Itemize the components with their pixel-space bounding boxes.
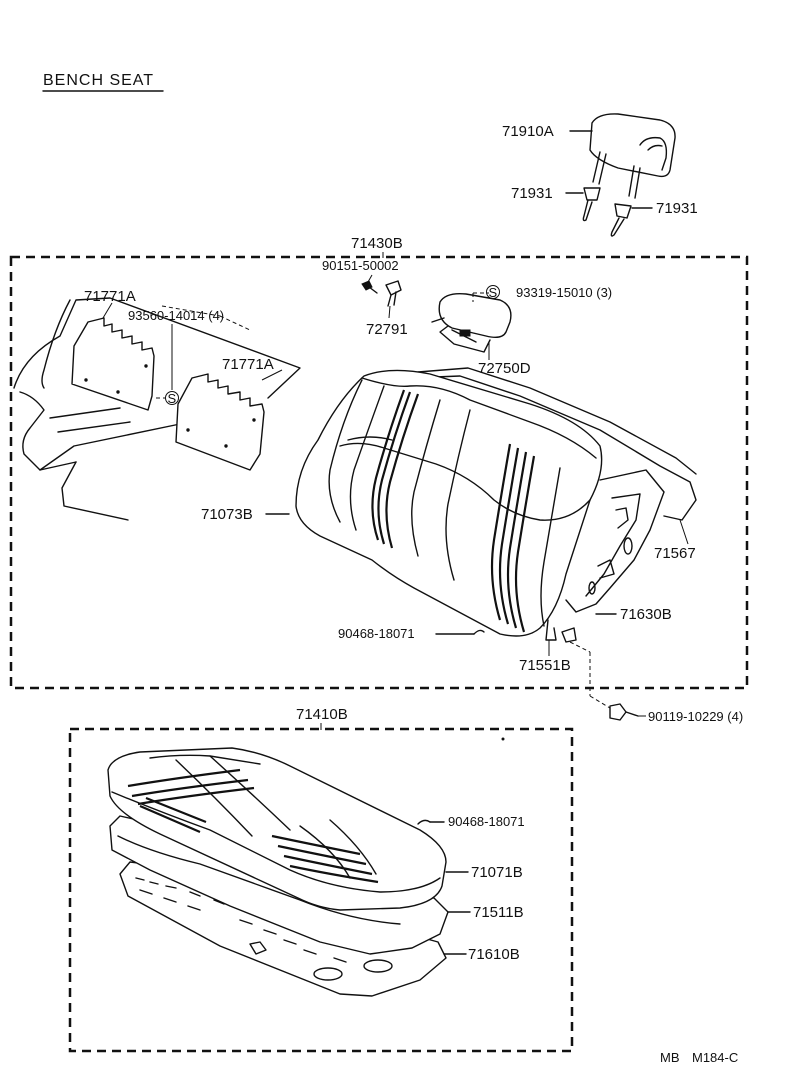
label-71567: 71567	[654, 545, 696, 562]
label-71410b: 71410B	[296, 706, 348, 723]
back-assembly-box	[9, 255, 749, 690]
headrest-drawing	[589, 113, 676, 199]
headrest-supports-drawing	[582, 187, 632, 237]
standard-part-mark-1: S	[489, 285, 498, 300]
diagram-code-left: MB	[660, 1050, 680, 1065]
back-cover-drawing	[295, 367, 697, 637]
label-71071b: 71071B	[471, 864, 523, 881]
label-71551b: 71551B	[519, 657, 571, 674]
lock-knob-drawing	[431, 292, 512, 353]
diagram-code-right: M184-C	[692, 1050, 738, 1065]
label-71630b: 71630B	[620, 606, 672, 623]
label-90468-18071-back: 90468-18071	[338, 626, 415, 641]
page-title: BENCH SEAT	[43, 72, 154, 89]
label-71931-left: 71931	[511, 185, 553, 202]
cushion-assembly-box	[68, 727, 574, 1053]
label-71430b: 71430B	[351, 235, 403, 252]
screw-drawing	[361, 280, 378, 294]
back-board-drawing	[13, 297, 301, 521]
cushion-drawing	[107, 747, 449, 997]
label-90151-50002: 90151-50002	[322, 258, 399, 273]
label-72750d: 72750D	[478, 360, 531, 377]
hinge-bolt-drawing	[609, 703, 639, 721]
label-71610b: 71610B	[468, 946, 520, 963]
label-71511b: 71511B	[473, 904, 524, 921]
label-93319-15010: 93319-15010 (3)	[516, 285, 612, 300]
label-90468-18071-cushion: 90468-18071	[448, 814, 525, 829]
standard-part-mark-2: S	[168, 391, 177, 406]
label-72791: 72791	[366, 321, 408, 338]
label-71073b: 71073B	[201, 506, 253, 523]
standard-part-symbol-2	[165, 391, 179, 405]
label-71910a: 71910A	[502, 123, 554, 140]
label-71771a-left: 71771A	[84, 288, 136, 305]
label-71931-right: 71931	[656, 200, 698, 217]
bolt-drawing	[385, 280, 402, 307]
standard-part-symbol-1	[486, 285, 500, 299]
label-93560-14014: 93560-14014 (4)	[128, 308, 224, 323]
label-90119-10229: 90119-10229 (4)	[648, 709, 743, 724]
label-71771a-right: 71771A	[222, 356, 274, 373]
